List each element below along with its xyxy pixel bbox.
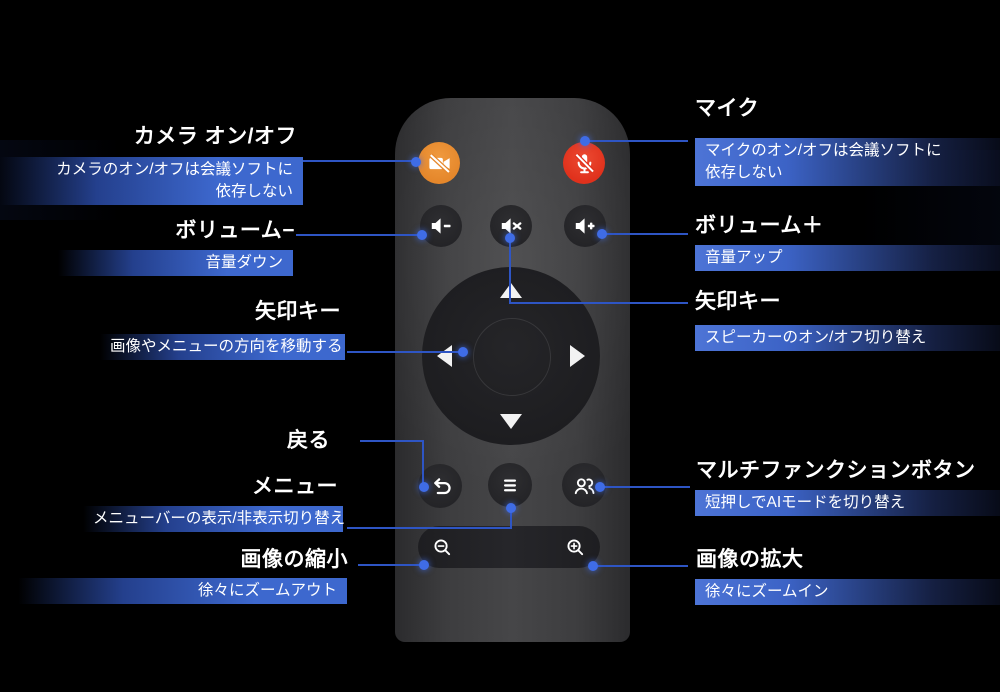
- label-menu-desc: メニューバーの表示/非表示切り替え: [83, 506, 345, 532]
- connector-menu-vertical: [510, 508, 512, 529]
- connector-dot-back: [419, 482, 429, 492]
- zoom-out-icon[interactable]: [430, 535, 455, 560]
- label-title: ボリューム＋: [695, 214, 824, 237]
- connector-mute-vertical: [509, 237, 511, 304]
- label-menu: メニュー: [252, 475, 338, 499]
- connector-back-vertical: [422, 440, 424, 487]
- speaker-plus-icon: [572, 213, 598, 239]
- connector-back-horizontal: [360, 440, 424, 442]
- label-title: ボリューム−: [175, 219, 295, 242]
- connector-menu-horizontal: [347, 527, 512, 529]
- zoom-rocker[interactable]: [418, 526, 600, 568]
- label-zoom-out: 画像の縮小: [241, 548, 349, 572]
- dpad[interactable]: [422, 267, 600, 445]
- label-camera-toggle: カメラ オン/オフ: [134, 125, 297, 149]
- label-zoom-in-desc: 徐々にズームイン: [695, 579, 1000, 605]
- connector-dot-camera: [411, 157, 421, 167]
- label-volume-up-desc: 音量アップ: [695, 245, 1000, 271]
- speaker-minus-icon: [428, 213, 454, 239]
- label-arrow-keys-desc: 画像やメニューの方向を移動する: [100, 334, 345, 360]
- connector-mute-horizontal: [509, 302, 688, 304]
- label-camera-toggle-desc: カメラのオン/オフは会議ソフトに 依存しない: [0, 157, 303, 205]
- hamburger-icon: [497, 472, 523, 498]
- connector-multi-function: [599, 486, 690, 488]
- connector-camera: [303, 160, 416, 162]
- label-multi-function-desc: 短押しでAIモードを切り替え: [695, 490, 1000, 516]
- label-zoom-in: 画像の拡大: [696, 548, 804, 572]
- remote-body: [395, 98, 630, 642]
- connector-dot-arrow-keys: [458, 347, 468, 357]
- arrow-up-icon[interactable]: [500, 283, 522, 298]
- mic-off-icon: [571, 150, 598, 177]
- label-mic-toggle: マイク: [695, 97, 759, 121]
- label-title: マルチファンクションボタン: [696, 459, 976, 482]
- connector-dot-menu: [506, 503, 516, 513]
- connector-dot-zoom-out: [419, 560, 429, 570]
- connector-zoom-out: [358, 564, 425, 566]
- volume-down-button[interactable]: [420, 205, 462, 247]
- arrow-left-icon[interactable]: [437, 345, 452, 367]
- connector-dot-mic: [580, 136, 590, 146]
- label-volume-down: ボリューム−: [175, 219, 295, 243]
- connector-volume-down: [296, 234, 422, 236]
- menu-button[interactable]: [488, 463, 532, 507]
- label-title: 戻る: [287, 429, 330, 452]
- label-title: 画像の拡大: [696, 548, 804, 571]
- arrow-down-icon[interactable]: [500, 414, 522, 429]
- label-multi-function: マルチファンクションボタン: [696, 459, 976, 483]
- label-title: 矢印キー: [695, 290, 781, 313]
- label-title: 画像の縮小: [240, 548, 348, 571]
- camera-toggle-button[interactable]: [418, 142, 460, 184]
- label-title: カメラ オン/オフ: [133, 125, 297, 148]
- multi-function-button[interactable]: [562, 463, 606, 507]
- speaker-mute-icon: [498, 213, 524, 239]
- label-title: メニュー: [252, 475, 338, 498]
- label-mic-toggle-desc: マイクのオン/オフは会議ソフトに 依存しない: [695, 138, 1000, 186]
- label-zoom-out-desc: 徐々にズームアウト: [18, 578, 347, 604]
- zoom-in-icon[interactable]: [563, 535, 588, 560]
- label-arrow-keys: 矢印キー: [255, 300, 341, 324]
- arrow-right-icon[interactable]: [570, 345, 585, 367]
- label-arrow-keys-right: 矢印キー: [695, 290, 781, 314]
- mic-toggle-button[interactable]: [563, 142, 605, 184]
- label-volume-up: ボリューム＋: [695, 214, 823, 238]
- connector-mic: [585, 140, 688, 142]
- return-arrow-icon: [427, 473, 453, 499]
- connector-dot-volume-down: [417, 230, 427, 240]
- label-volume-down-desc: 音量ダウン: [58, 250, 293, 276]
- connector-arrow-keys: [347, 351, 463, 353]
- camera-off-icon: [426, 150, 453, 177]
- connector-dot-volume-up: [597, 229, 607, 239]
- connector-zoom-in: [593, 565, 688, 567]
- connector-dot-multi-function: [595, 482, 605, 492]
- connector-dot-zoom-in: [588, 561, 598, 571]
- dpad-center-ring[interactable]: [473, 318, 551, 396]
- connector-dot-mute: [505, 233, 515, 243]
- connector-volume-up: [602, 233, 688, 235]
- label-title: マイク: [695, 97, 760, 120]
- label-speaker-toggle-desc: スピーカーのオン/オフ切り替え: [695, 325, 1000, 351]
- volume-up-button[interactable]: [564, 205, 606, 247]
- label-title: 矢印キー: [255, 300, 341, 323]
- label-back: 戻る: [287, 429, 330, 453]
- people-icon: [571, 472, 598, 499]
